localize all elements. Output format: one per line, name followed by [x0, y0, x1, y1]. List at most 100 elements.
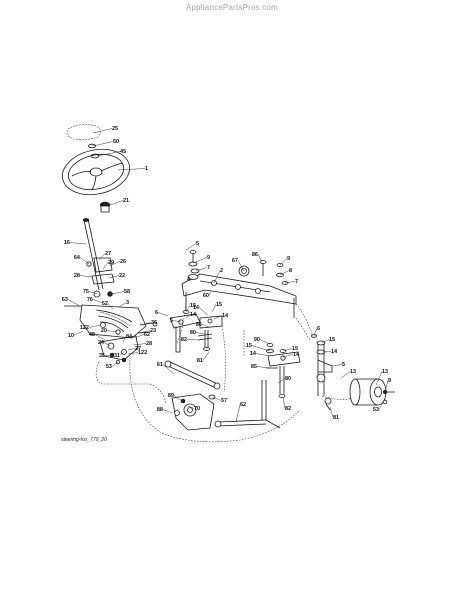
- part-number-c53b: 53: [373, 407, 379, 413]
- callout-leader-c53: [111, 361, 119, 367]
- steering-plate: [64, 304, 158, 339]
- callout-leader-c28b: [132, 343, 147, 346]
- part-number-c13: 13: [350, 369, 356, 375]
- callout-leader-c7b: [284, 281, 296, 284]
- part-number-c20: 20: [101, 328, 107, 334]
- part-number-c61: 61: [157, 362, 163, 368]
- part-number-c90: 90: [254, 337, 260, 343]
- callout-leader-c81: [202, 351, 210, 361]
- callout-leader-c62: [133, 334, 145, 339]
- callout-leader-c86: [257, 254, 263, 263]
- part-number-c21: 21: [123, 198, 129, 204]
- linkage-lines: [95, 299, 353, 443]
- callout-leader-c45: [96, 151, 121, 157]
- callout-leader-c64: [79, 257, 90, 265]
- part-number-c36: 36: [151, 320, 157, 326]
- callout-leader-c50: [92, 141, 114, 147]
- part-number-c64: 64: [74, 255, 81, 261]
- part-number-c23: 23: [150, 328, 156, 334]
- callout-leader-c10: [73, 330, 84, 336]
- part-number-c10: 10: [68, 333, 74, 339]
- callout-leader-c84: [122, 336, 127, 343]
- part-number-c35: 35: [99, 353, 105, 359]
- part-number-c70: 70: [194, 406, 200, 412]
- callout-leader-c61: [162, 364, 175, 375]
- callout-leader-c14e: [282, 354, 294, 358]
- part-number-c26: 26: [120, 259, 126, 265]
- part-number-c14f: 14: [331, 349, 338, 355]
- watermark-text: AppliancePartsPros.com: [186, 3, 278, 12]
- part-number-c15c: 15: [246, 343, 252, 349]
- part-number-c88: 88: [157, 407, 163, 413]
- part-number-c80: 80: [190, 330, 196, 336]
- steering-shaft: [82, 218, 115, 298]
- part-number-c50: 50: [113, 139, 119, 145]
- callout-leader-c53b: [378, 401, 384, 410]
- callout-leader-c27b: [127, 348, 136, 351]
- callout-leader-c15: [185, 305, 191, 313]
- part-number-c15e: 15: [329, 337, 335, 343]
- callout-leader-c7: [195, 267, 208, 272]
- part-number-c5c: 5: [342, 362, 345, 368]
- callout-leader-c25: [92, 128, 113, 134]
- callout-leader-c82b: [282, 396, 286, 409]
- callout-leader-c70: [187, 405, 195, 409]
- part-number-c63: 63: [62, 297, 68, 303]
- callout-leader-c6: [157, 312, 169, 317]
- wheel-hub: [349, 378, 395, 406]
- callout-leader-c15b: [211, 304, 217, 313]
- part-number-c48: 48: [89, 332, 95, 338]
- pivot-bracket: [99, 335, 139, 365]
- part-number-c13b: 13: [382, 369, 388, 375]
- callout-leader-c14: [185, 314, 191, 319]
- callout-leader-c58: [111, 291, 125, 295]
- callout-leader-c88: [162, 409, 173, 414]
- part-number-c86: 86: [252, 252, 258, 258]
- part-number-c14: 14: [190, 312, 197, 318]
- part-number-c5b: 5: [170, 318, 173, 324]
- part-number-c75: 75: [83, 289, 89, 295]
- part-number-c85: 85: [251, 364, 257, 370]
- steering-wheel: [62, 148, 130, 196]
- callout-leader-c80: [195, 332, 205, 335]
- part-number-c28: 28: [74, 273, 80, 279]
- part-number-c62b: 62: [240, 402, 246, 408]
- callout-leader-c57: [212, 396, 222, 401]
- callout-leader-c82: [186, 339, 200, 341]
- steering-wheel-cap: [66, 124, 101, 140]
- callout-leader-c122: [88, 324, 102, 328]
- callout-leader-c3: [118, 302, 127, 308]
- callout-leader-c86b: [201, 324, 210, 328]
- part-number-c52: 52: [102, 301, 108, 307]
- part-number-c16: 16: [64, 240, 70, 246]
- callout-leader-c24: [103, 342, 111, 347]
- callout-leader-c52: [107, 303, 114, 310]
- callout-leader-c15e: [321, 339, 330, 344]
- callout-leader-c80b: [277, 378, 286, 384]
- callout-leader-c6b: [313, 328, 318, 336]
- callout-leader-c21: [109, 200, 124, 206]
- callout-leader-c122b: [127, 352, 139, 355]
- right-spindle: [311, 334, 333, 411]
- callout-leader-c9c: [384, 380, 389, 393]
- part-number-c14d: 14: [250, 351, 257, 357]
- callout-leader-c48: [94, 334, 106, 341]
- callout-leader-c8: [279, 270, 290, 276]
- callout-leader-c81b: [329, 406, 334, 418]
- part-number-c7: 7: [207, 265, 210, 271]
- part-number-c2: 2: [220, 268, 223, 274]
- callout-leader-c14f: [321, 351, 332, 353]
- part-number-c24: 24: [98, 340, 105, 346]
- part-number-c80b: 80: [285, 376, 291, 382]
- callout-leader-c29: [102, 262, 109, 270]
- callout-leader-c62b: [235, 404, 241, 423]
- drag-link: [164, 360, 221, 390]
- callout-leader-c14c: [213, 315, 223, 320]
- part-number-c81: 81: [197, 358, 203, 364]
- callout-leader-c5b: [172, 320, 182, 323]
- part-number-c58: 58: [124, 289, 130, 295]
- callout-leader-c9b: [279, 258, 288, 266]
- axle-pivot-hardware: [187, 250, 200, 280]
- part-number-c6: 6: [155, 310, 158, 316]
